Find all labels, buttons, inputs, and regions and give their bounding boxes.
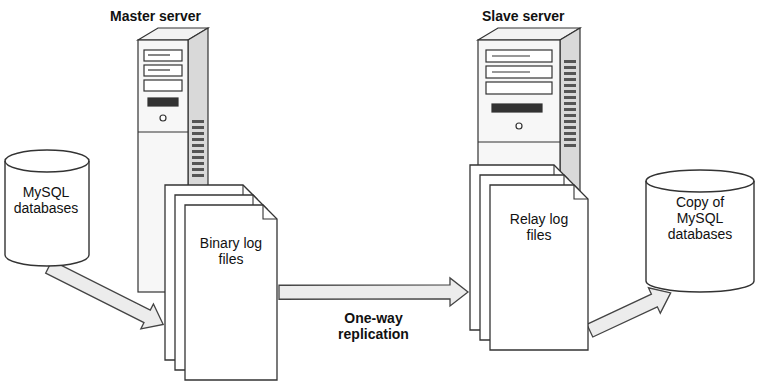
database-cylinder: MySQL databases	[4, 150, 90, 266]
database-label: Copy of MySQL databases	[662, 194, 738, 242]
document-outline	[470, 165, 588, 350]
server-label: Slave server	[482, 8, 565, 24]
log-file-label: Binary log files	[195, 235, 267, 267]
document-outline	[165, 185, 277, 380]
database-label: MySQL databases	[8, 184, 84, 216]
block-arrow	[587, 288, 671, 337]
log-file-stack: Binary log files	[165, 185, 277, 380]
log-file-stack: Relay log files	[470, 165, 588, 350]
log-file-label: Relay log files	[501, 211, 577, 243]
block-arrow	[46, 261, 164, 329]
edge-label: One-way replication	[314, 310, 434, 342]
database-cylinder: Copy of MySQL databases	[645, 170, 755, 292]
block-arrow	[279, 278, 468, 306]
server-label: Master server	[110, 8, 201, 24]
